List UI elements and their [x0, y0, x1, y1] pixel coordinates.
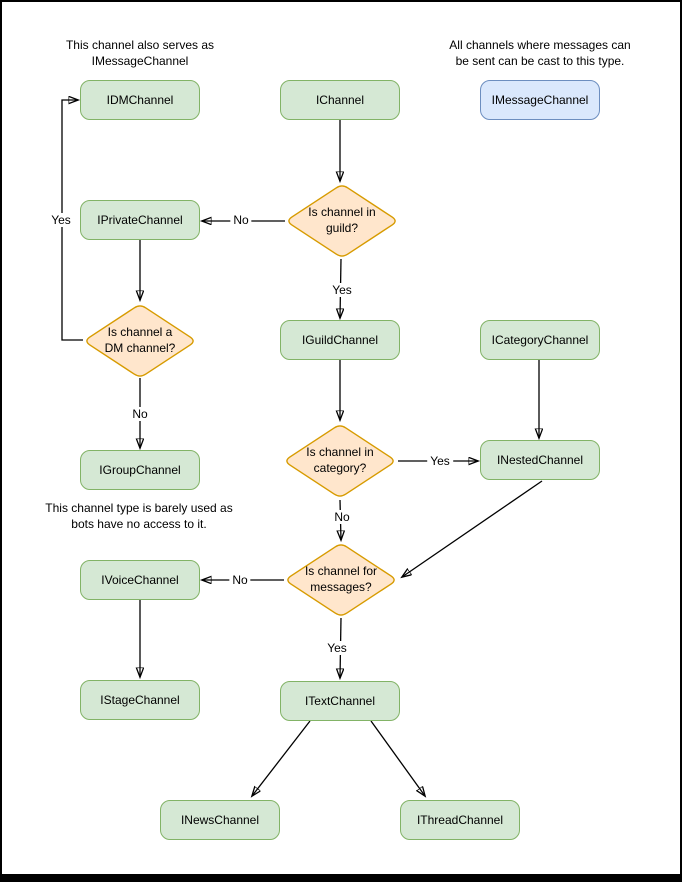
edge-label-messages-yes: Yes: [324, 641, 350, 655]
decision-label: Is channel in guild?: [308, 205, 376, 235]
diamond-shape: [288, 185, 396, 257]
decision-is-channel-for-messages: Is channel for messages?: [283, 541, 399, 619]
node-igroupchannel: IGroupChannel: [80, 450, 200, 490]
diamond-shape: [287, 544, 395, 616]
note-message-cast: All channels where messages can be sent …: [449, 38, 631, 68]
note-dm-serves: This channel also serves as IMessageChan…: [65, 38, 215, 68]
edge-itext-to-inews: [252, 720, 311, 796]
node-iguildchannel: IGuildChannel: [280, 320, 400, 360]
node-istagechannel: IStageChannel: [80, 680, 200, 720]
node-itextchannel: ITextChannel: [280, 681, 400, 721]
node-inestedchannel: INestedChannel: [480, 440, 600, 480]
decision-is-channel-a-dm: Is channel a DM channel?: [82, 302, 198, 380]
node-idmchannel: IDMChannel: [80, 80, 200, 120]
decision-label: Is channel a DM channel?: [104, 325, 176, 355]
edge-itext-to-ithread: [370, 720, 425, 796]
diamond-shape: [286, 425, 394, 497]
node-iprivatechannel: IPrivateChannel: [80, 200, 200, 240]
edge-label-guild-yes: Yes: [329, 283, 355, 297]
edge-label-category-yes: Yes: [427, 454, 453, 468]
note-group-barely-used: This channel type is barely used as bots…: [45, 501, 233, 531]
node-inewschannel: INewsChannel: [160, 800, 280, 840]
edge-label-category-no: No: [331, 510, 353, 524]
edge-label-dm-no: No: [129, 407, 151, 421]
node-ithreadchannel: IThreadChannel: [400, 800, 520, 840]
node-imessagechannel: IMessageChannel: [480, 80, 600, 120]
edge-label-guild-no: No: [230, 213, 252, 227]
diamond-shape: [86, 305, 194, 377]
edge-label-dm-yes: Yes: [48, 213, 74, 227]
edge-label-messages-no: No: [229, 573, 251, 587]
node-ichannel: IChannel: [280, 80, 400, 120]
node-ivoicechannel: IVoiceChannel: [80, 560, 200, 600]
edge-inested-to-messages-decision: [402, 480, 543, 577]
decision-label: Is channel for messages?: [304, 564, 378, 594]
decision-is-channel-in-category: Is channel in category?: [282, 422, 398, 500]
decision-is-channel-in-guild: Is channel in guild?: [284, 182, 400, 260]
decision-label: Is channel in category?: [306, 445, 374, 475]
node-icategorychannel: ICategoryChannel: [480, 320, 600, 360]
